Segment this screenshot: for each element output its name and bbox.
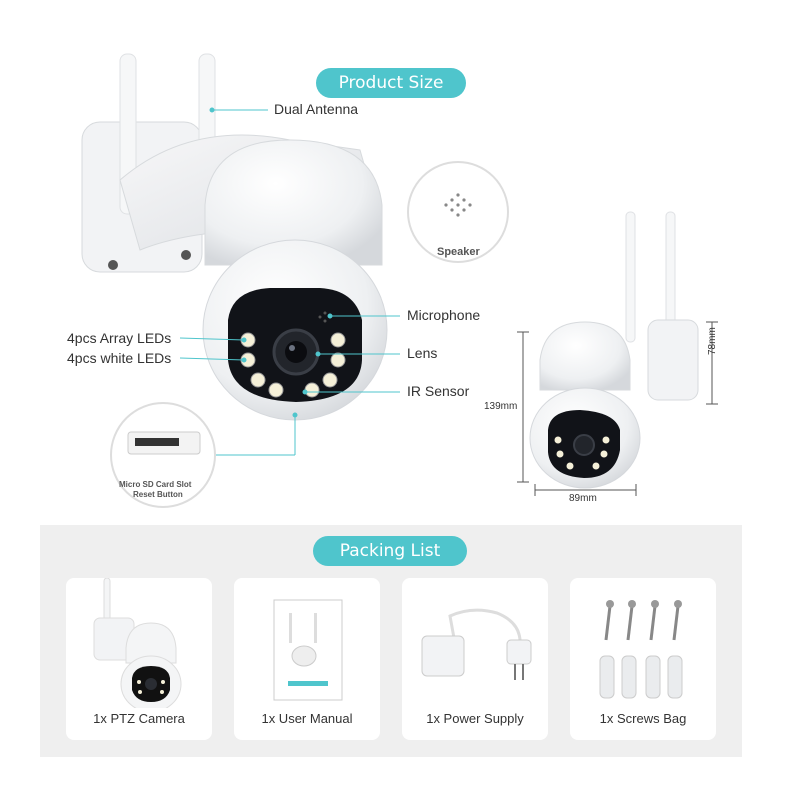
screws-bag-image: [599, 600, 683, 699]
packing-item-power: 1x Power Supply: [402, 578, 548, 740]
packing-item-camera: 1x PTZ Camera: [66, 578, 212, 740]
label-white-leds: 4pcs white LEDs: [67, 350, 172, 366]
label-reset-button: Reset Button: [133, 490, 183, 499]
packing-item-screws: 1x Screws Bag: [570, 578, 716, 740]
label-dual-antenna: Dual Antenna: [274, 101, 359, 117]
power-supply-image: [421, 608, 532, 680]
packing-item-label: 1x Power Supply: [426, 711, 524, 726]
label-sd-slot: Micro SD Card Slot: [119, 480, 192, 489]
label-ir-sensor: IR Sensor: [407, 383, 470, 399]
label-microphone: Microphone: [407, 307, 481, 323]
main-camera-illustration: [81, 53, 718, 508]
packing-list-title: Packing List: [313, 536, 467, 566]
user-manual-image: [273, 599, 343, 701]
packing-list-panel: Packing List 1x PTZ Camera 1x User Manua…: [40, 525, 742, 757]
product-size-title: Product Size: [316, 68, 466, 98]
ptz-camera-image: [93, 578, 182, 708]
label-speaker: Speaker: [437, 246, 480, 258]
packing-item-label: 1x User Manual: [261, 711, 353, 726]
packing-item-label: 1x PTZ Camera: [93, 711, 185, 726]
dimension-depth: 78mm: [707, 327, 718, 355]
dimension-height: 139mm: [484, 401, 518, 412]
label-lens: Lens: [407, 345, 438, 361]
packing-item-label: 1x Screws Bag: [599, 711, 687, 726]
packing-item-manual: 1x User Manual: [234, 578, 380, 740]
label-array-leds: 4pcs Array LEDs: [67, 330, 172, 346]
dimension-width: 89mm: [569, 493, 597, 504]
